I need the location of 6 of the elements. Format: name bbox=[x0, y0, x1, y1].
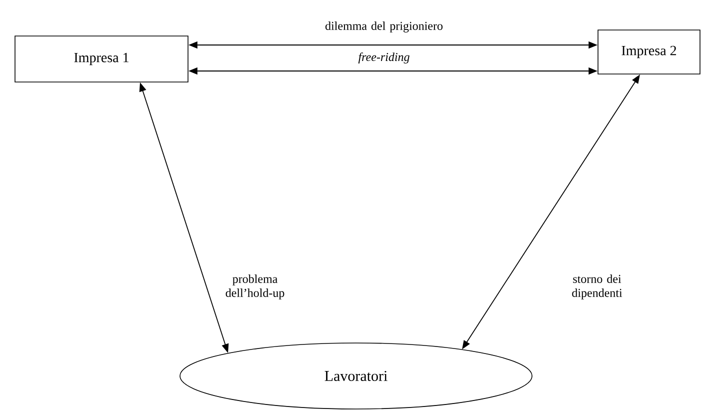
edge-label: dilemma del prigioniero bbox=[325, 22, 443, 32]
edge-label: free-riding bbox=[358, 52, 410, 64]
company-box: Impresa 2 bbox=[598, 30, 700, 74]
edge-label: problema dell’hold-up bbox=[226, 274, 284, 300]
edge-label: storno dei dipendenti bbox=[572, 274, 622, 300]
company-box: Impresa 1 bbox=[14, 36, 188, 82]
